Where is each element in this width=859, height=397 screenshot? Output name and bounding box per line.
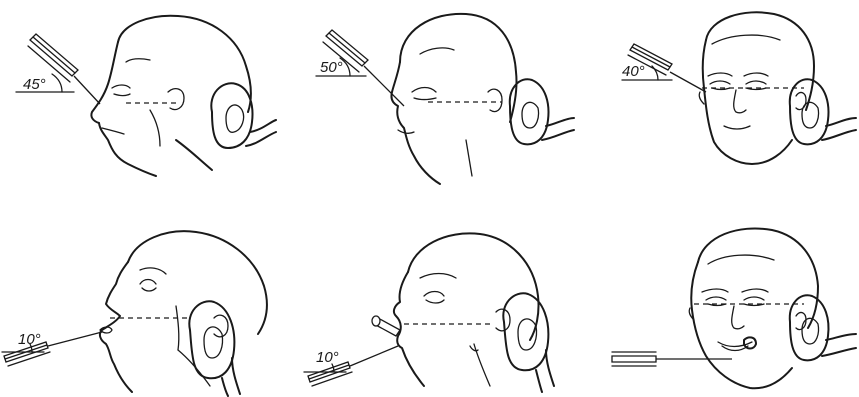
eyes-icon [708,73,768,90]
eye-icon [412,88,436,100]
earphone-icon [790,79,856,144]
panel-3-frontal-40: 40° [622,12,856,164]
head-outline [689,228,818,388]
earphone-icon [189,301,240,396]
central-ray [74,76,100,104]
mouth-icon [724,126,750,129]
panel-5-three-quarter-10: 10° [304,233,554,392]
central-ray [48,332,102,346]
earphone-icon [790,295,856,360]
panel-4-profile-10: 10° [2,231,267,396]
central-ray [350,346,398,366]
head-outline [91,16,250,176]
head-outline [391,14,516,184]
head-outline [394,233,539,386]
eye-icon [112,85,130,96]
xray-tube-icon [612,352,656,366]
angle-label: 10° [18,331,41,348]
earphone-icon [510,79,574,144]
eyes-icon [702,289,768,306]
central-ray [670,72,706,92]
angle-arc [52,74,62,92]
angle-label: 10° [316,349,339,366]
panel-6-frontal [612,228,856,388]
nose-icon [732,306,744,329]
cigarette-tube-icon [372,316,400,336]
earphone-icon [503,293,554,392]
earphone-icon [211,83,276,148]
panel-1-profile-45: 45° [16,16,276,176]
nose-icon [734,90,746,113]
mouth-icon [718,337,756,350]
eye-icon [140,280,156,292]
angle-label: 45° [23,76,46,93]
head-outline [100,231,267,392]
angle-label: 50° [320,59,343,76]
eye-icon [424,292,444,304]
angle-label: 40° [622,63,645,80]
panel-2-three-quarter-50: 50° [316,14,574,184]
